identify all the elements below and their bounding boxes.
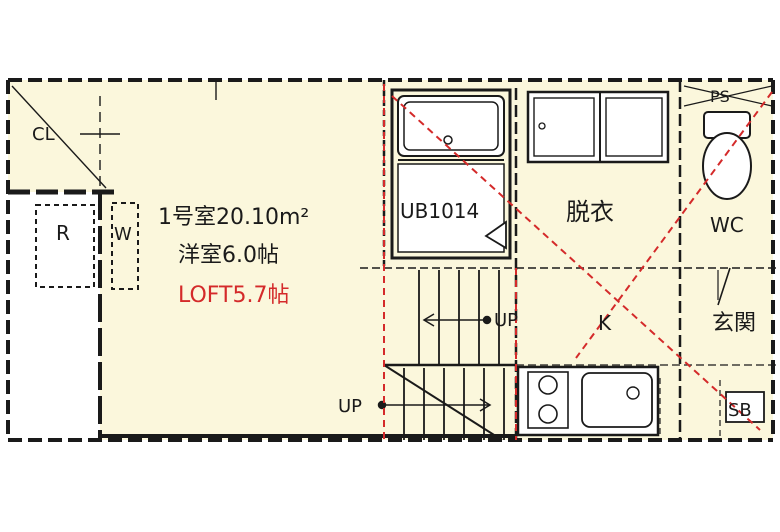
stair-arrows	[377, 313, 492, 412]
toilet	[702, 111, 752, 200]
unit-bath	[390, 88, 512, 260]
washer-label: W	[114, 224, 132, 245]
washbasin	[526, 90, 670, 164]
stairs	[383, 270, 516, 441]
western-room-label: 洋室6.0帖	[178, 243, 279, 268]
unit-bath-label: UB1014	[400, 199, 479, 223]
pipe-space-lines	[683, 85, 773, 107]
entrance-label: 玄関	[712, 311, 756, 336]
stairs-up-label-lower: UP	[338, 396, 362, 417]
stairs-up-label-upper: UP	[494, 310, 518, 331]
toilet-label: WC	[710, 213, 744, 237]
refrigerator-label: R	[56, 221, 70, 245]
appliance-boxes	[35, 202, 139, 290]
storage-area-left	[8, 192, 100, 440]
pipe-space-label: PS	[710, 87, 730, 106]
closet-lines	[11, 80, 217, 190]
room-name: 1号室20.10m²	[158, 205, 309, 230]
loft-label: LOFT5.7帖	[178, 283, 289, 308]
shoe-box-label: SB	[728, 400, 752, 421]
kitchen-label: K	[598, 311, 612, 335]
closet-label: CL	[32, 124, 55, 145]
kitchen-counter	[516, 365, 765, 437]
exterior-walls	[6, 78, 775, 442]
red-dashed-lines	[383, 84, 773, 440]
dressing-label: 脱衣	[566, 198, 614, 226]
